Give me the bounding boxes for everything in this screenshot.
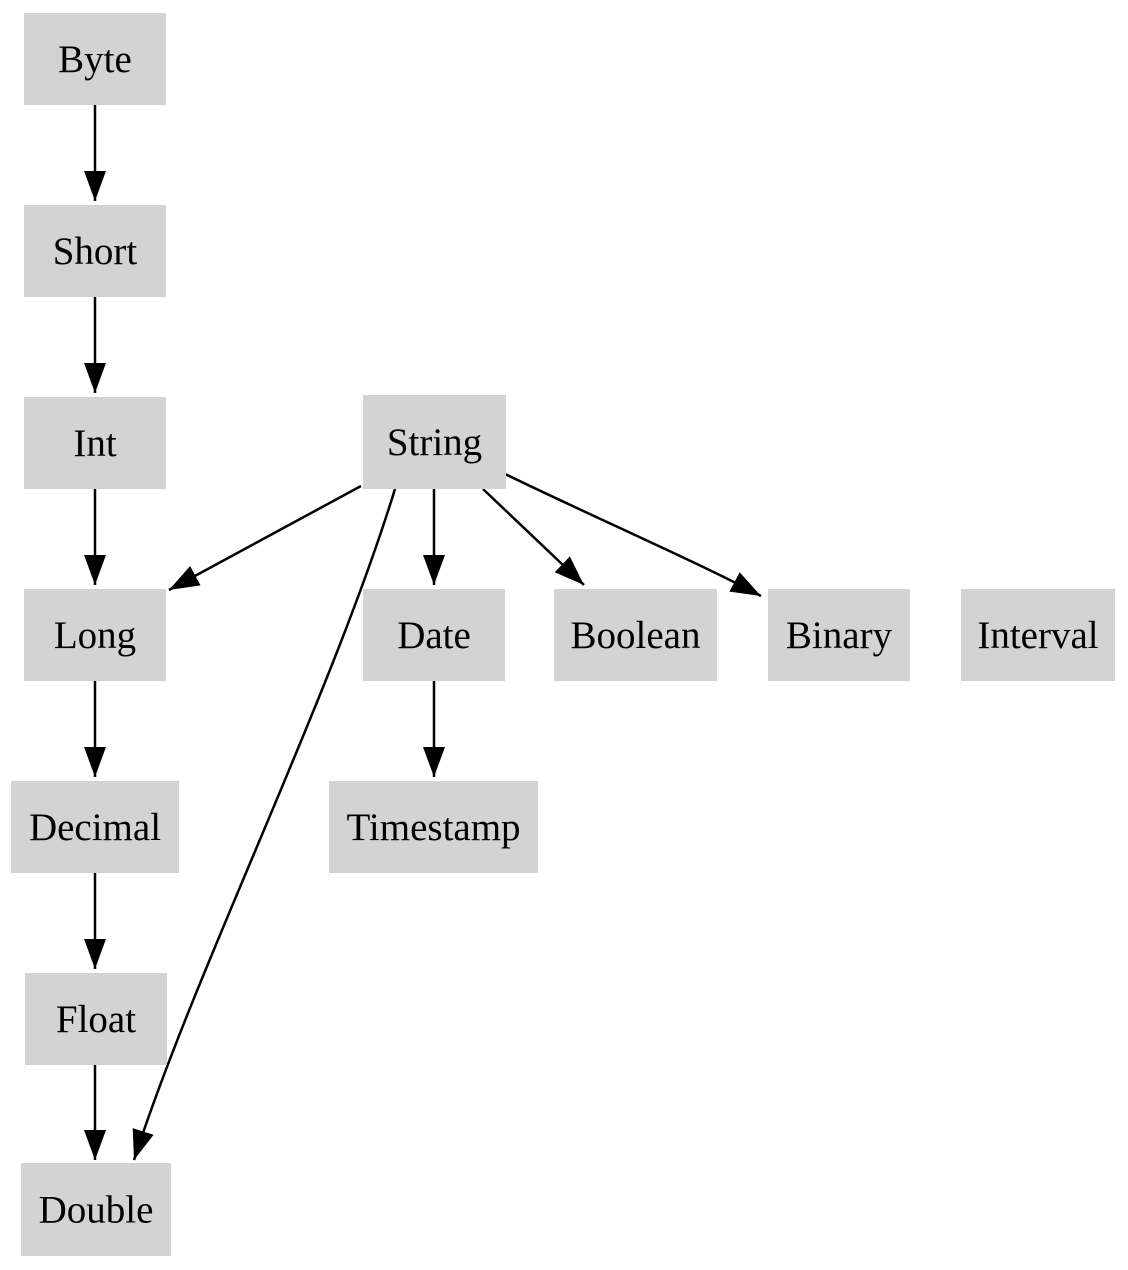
edge-string-to-binary bbox=[504, 472, 762, 598]
node-double: Double bbox=[21, 1163, 171, 1256]
node-timestamp: Timestamp bbox=[329, 781, 538, 873]
node-float: Float bbox=[25, 973, 167, 1065]
node-decimal: Decimal bbox=[11, 781, 179, 873]
long-box bbox=[24, 589, 166, 681]
long-label: Long bbox=[54, 614, 136, 657]
byte-label: Byte bbox=[58, 38, 132, 81]
node-string: String bbox=[363, 395, 506, 489]
edge-string-to-double bbox=[132, 488, 397, 1161]
string-label: String bbox=[387, 421, 482, 464]
node-int: Int bbox=[24, 397, 166, 489]
int-label: Int bbox=[73, 422, 116, 465]
node-date: Date bbox=[363, 589, 505, 681]
interval-label: Interval bbox=[977, 614, 1098, 657]
short-box bbox=[24, 205, 166, 297]
short-label: Short bbox=[53, 230, 138, 273]
timestamp-box bbox=[329, 781, 538, 873]
interval-box bbox=[961, 589, 1115, 681]
boolean-label: Boolean bbox=[571, 614, 701, 657]
binary-box bbox=[768, 589, 910, 681]
float-box bbox=[25, 973, 167, 1065]
edge-string-to-boolean bbox=[482, 488, 585, 586]
binary-label: Binary bbox=[786, 614, 893, 657]
edges-layer bbox=[84, 105, 762, 1161]
node-long: Long bbox=[24, 589, 166, 681]
int-box bbox=[24, 397, 166, 489]
decimal-label: Decimal bbox=[29, 806, 161, 849]
decimal-box bbox=[11, 781, 179, 873]
boolean-box bbox=[554, 589, 717, 681]
date-box bbox=[363, 589, 505, 681]
node-interval: Interval bbox=[961, 589, 1115, 681]
float-label: Float bbox=[56, 998, 136, 1041]
double-box bbox=[21, 1163, 171, 1256]
double-label: Double bbox=[39, 1189, 154, 1232]
node-binary: Binary bbox=[768, 589, 910, 681]
byte-box bbox=[24, 13, 166, 105]
node-byte: Byte bbox=[24, 13, 166, 105]
timestamp-label: Timestamp bbox=[346, 806, 520, 849]
node-boolean: Boolean bbox=[554, 589, 717, 681]
edge-string-to-long bbox=[168, 484, 362, 592]
date-label: Date bbox=[397, 614, 471, 657]
string-box bbox=[363, 395, 506, 489]
node-short: Short bbox=[24, 205, 166, 297]
